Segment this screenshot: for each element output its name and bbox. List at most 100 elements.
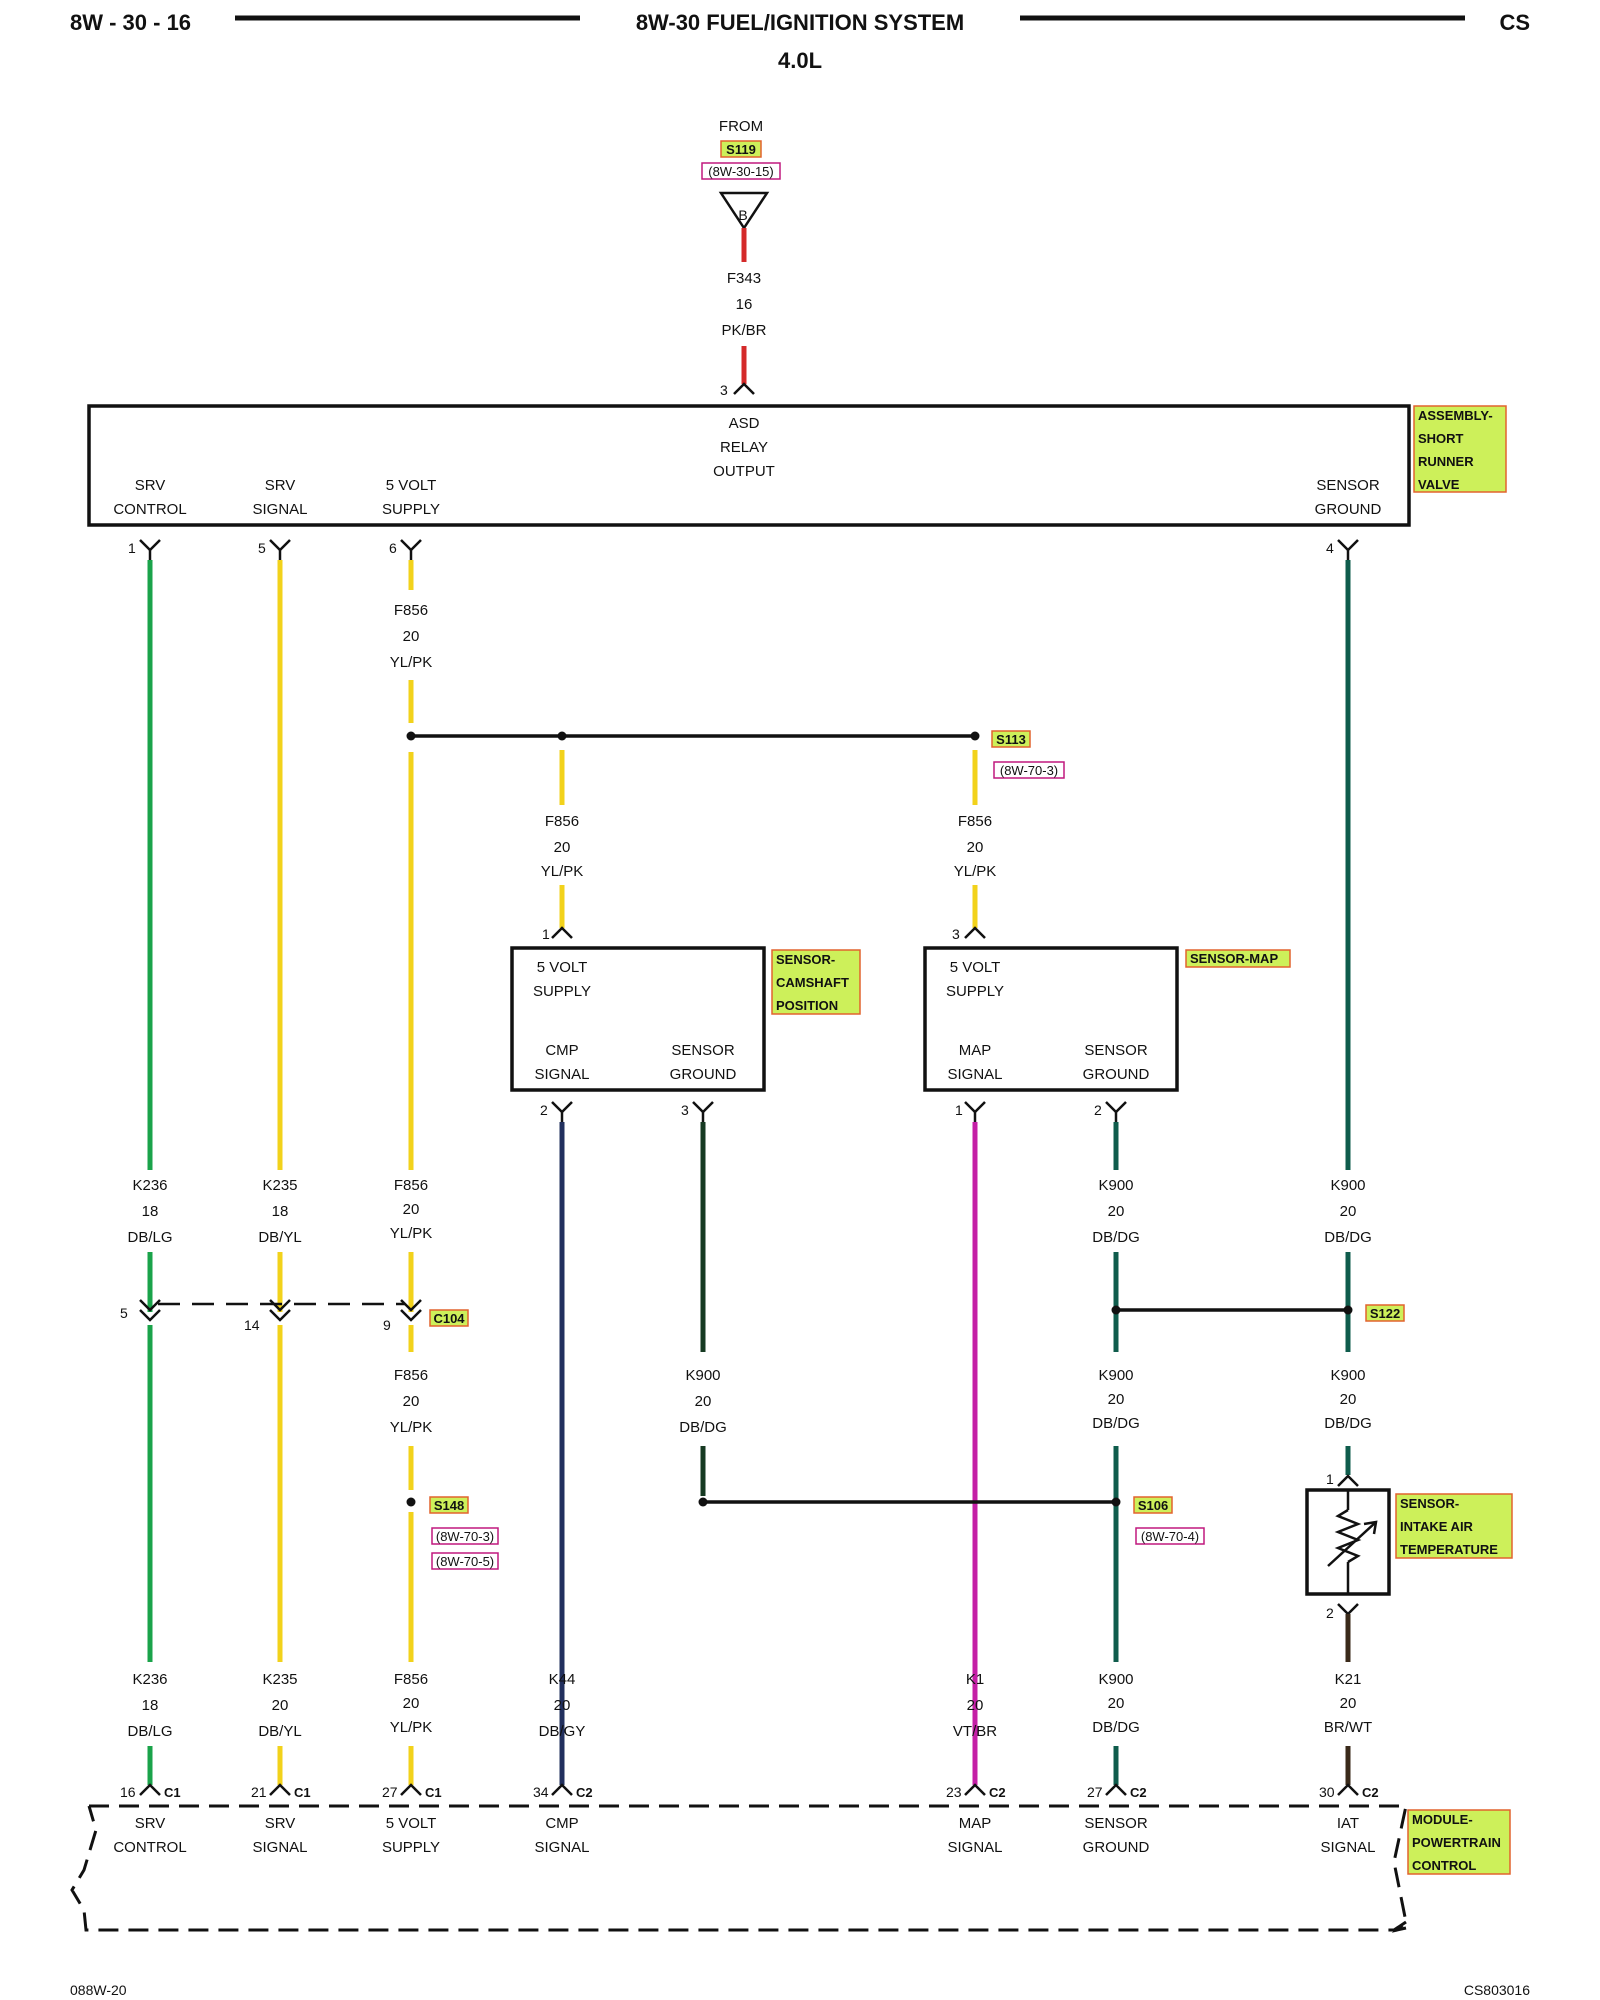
k236-mid-circuit: K236 [132,1177,167,1194]
srv-assembly-name-4[interactable]: VALVE [1418,477,1460,492]
s106-tag[interactable]: S106 [1138,1498,1168,1513]
k900-mapgnd-gauge: 20 [1108,1203,1125,1220]
k900-low-color: DB/DG [1092,1415,1140,1432]
k900-right-gauge: 20 [1340,1203,1357,1220]
cmp-in-arrow [551,926,573,939]
pcm-name-3[interactable]: CONTROL [1412,1858,1476,1873]
k900-mapgnd-color: DB/DG [1092,1229,1140,1246]
bw-1-circuit: K235 [262,1671,297,1688]
s148-tag[interactable]: S148 [434,1498,464,1513]
pcm-pin-1: 21 [251,1784,267,1800]
srv-assembly-name-3[interactable]: RUNNER [1418,454,1474,469]
s106-ref-box [1135,1527,1205,1545]
f856-low-color: YL/PK [390,1419,433,1436]
s148-ref2-link[interactable]: (8W-70-5) [436,1554,494,1569]
cmp-in-pin: 1 [542,926,550,942]
pcm-pin-arrows [139,1783,1359,1796]
f856-map-color: YL/PK [954,863,997,880]
map-signal-2: SIGNAL [947,1066,1002,1083]
asd-title-3: OUTPUT [713,463,775,480]
bw-4-gauge: 20 [967,1697,984,1714]
f343-color: PK/BR [721,322,766,339]
cmp-ground-2: GROUND [670,1066,737,1083]
cmp-tag-box [771,949,861,1015]
bw-2-circuit: F856 [394,1671,428,1688]
s119-ref-link[interactable]: (8W-30-15) [708,164,774,179]
cmp-supply-1: 5 VOLT [537,959,588,976]
s106-ref-link[interactable]: (8W-70-4) [1141,1529,1199,1544]
s113-node-2 [557,731,567,741]
iat-name-1[interactable]: SENSOR- [1400,1496,1459,1511]
f856-mid-gauge: 20 [403,1201,420,1218]
s122-tag[interactable]: S122 [1370,1306,1400,1321]
iat-name-3[interactable]: TEMPERATURE [1400,1542,1498,1557]
asd-srv-signal-2: SIGNAL [252,501,307,518]
map-ground-1: SENSOR [1084,1042,1148,1059]
s113-ref-box [993,761,1065,779]
map-tag-box [1185,949,1291,968]
pcm-label-1-1: SRV [265,1815,296,1832]
pcm-conn-6: C2 [1362,1785,1379,1800]
srv-assembly-name-1[interactable]: ASSEMBLY- [1418,408,1493,423]
map-ground-pin: 2 [1094,1102,1102,1118]
bw-4-color: VT/BR [953,1723,997,1740]
pcm-pin-5: 27 [1087,1784,1103,1800]
k900-mapgnd-circuit: K900 [1098,1177,1133,1194]
pcm-box [70,1804,1408,1933]
k900-iat-gauge: 20 [1340,1391,1357,1408]
bw-5-circuit: K900 [1098,1671,1133,1688]
cmp-signal-2: SIGNAL [534,1066,589,1083]
footer-left: 088W-20 [70,1982,127,1998]
cmp-name-1[interactable]: SENSOR- [776,952,835,967]
pcm-pin-3: 34 [533,1784,549,1800]
asd-pin-5: 5 [258,540,266,556]
pcm-conn-4: C2 [989,1785,1006,1800]
srv-assembly-name-2[interactable]: SHORT [1418,431,1464,446]
bw-6-circuit: K21 [1335,1671,1362,1688]
bw-4-circuit: K1 [966,1671,984,1688]
pcm-conn-3: C2 [576,1785,593,1800]
s113-ref-link[interactable]: (8W-70-3) [1000,763,1058,778]
c104-pin-9: 9 [383,1317,391,1333]
s122-tag-box [1365,1304,1405,1322]
cmp-name-2[interactable]: CAMSHAFT [776,975,849,990]
k900-right-color: DB/DG [1324,1229,1372,1246]
pcm-name-2[interactable]: POWERTRAIN [1412,1835,1501,1850]
bw-3-circuit: K44 [549,1671,576,1688]
s148-tag-box [429,1496,469,1514]
f856-top-color: YL/PK [390,654,433,671]
bw-0-gauge: 18 [142,1697,159,1714]
f856-cmp-gauge: 20 [554,839,571,856]
map-ground-2: GROUND [1083,1066,1150,1083]
pcm-label-2-2: SUPPLY [382,1839,440,1856]
iat-name-2[interactable]: INTAKE AIR [1400,1519,1474,1534]
pcm-pin-4: 23 [946,1784,962,1800]
s113-tag[interactable]: S113 [996,732,1026,747]
f343-circuit: F343 [727,270,761,287]
cmp-name-3[interactable]: POSITION [776,998,838,1013]
s122-node-2 [1343,1305,1353,1315]
bw-5-gauge: 20 [1108,1695,1125,1712]
cmp-signal-1: CMP [545,1042,578,1059]
s119-ref-box [701,162,781,180]
bw-0-color: DB/LG [127,1723,172,1740]
cmp-ground-pin: 3 [681,1102,689,1118]
k900-iat-color: DB/DG [1324,1415,1372,1432]
bottom-wire-labels: K236 18 DB/LG K235 20 DB/YL F856 20 YL/P… [127,1671,1372,1740]
bw-3-gauge: 20 [554,1697,571,1714]
pcm-conn-0: C1 [164,1785,181,1800]
pcm-name-1[interactable]: MODULE- [1412,1812,1473,1827]
sensor-pin-forks [551,1101,1127,1122]
s106-node-2 [1111,1497,1121,1507]
s119-tag[interactable]: S119 [726,142,756,157]
c104-tag[interactable]: C104 [433,1311,465,1326]
s148-ref1-link[interactable]: (8W-70-3) [436,1529,494,1544]
s148-ref1-box [431,1527,499,1545]
page-subtitle: 4.0L [778,48,822,73]
thermistor-symbol [1327,1490,1378,1594]
s113-node-1 [406,731,416,741]
k900-low-gauge: 20 [1108,1391,1125,1408]
asd-title-1: ASD [729,415,760,432]
map-name[interactable]: SENSOR-MAP [1190,951,1278,966]
f856-mid-color: YL/PK [390,1225,433,1242]
